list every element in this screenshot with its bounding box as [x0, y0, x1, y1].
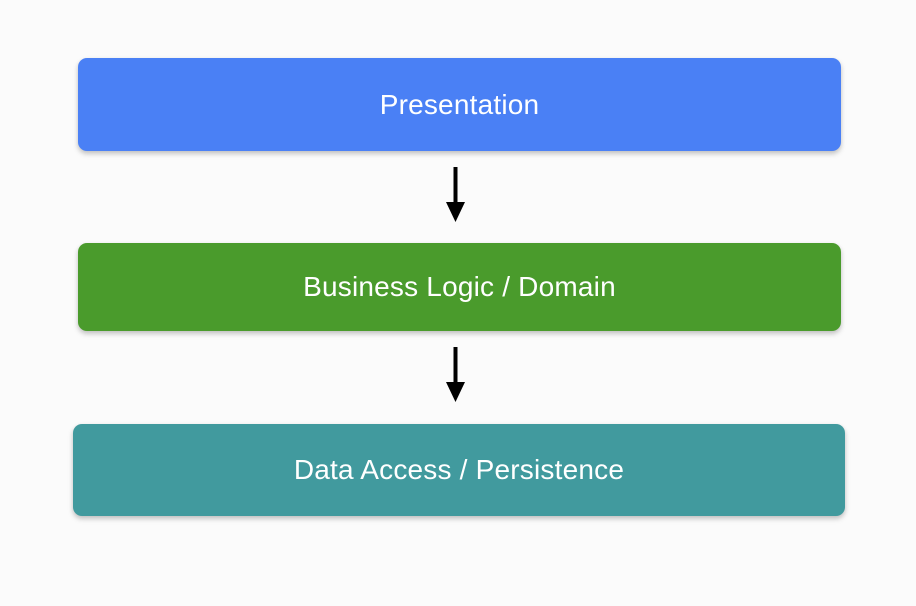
- layer-box-data-access[interactable]: Data Access / Persistence: [73, 424, 845, 516]
- layer-label-business-logic: Business Logic / Domain: [303, 271, 616, 302]
- layer-label-data-access: Data Access / Persistence: [293, 454, 625, 485]
- arrow-head: [446, 382, 465, 402]
- arrow-head: [446, 202, 465, 222]
- arrow-business-logic-to-data-access: [446, 347, 465, 402]
- arrow-presentation-to-business-logic: [446, 167, 465, 222]
- layer-label-presentation: Presentation: [379, 88, 540, 120]
- layer-box-business-logic[interactable]: Business Logic / Domain: [78, 243, 841, 331]
- layer-box-presentation[interactable]: Presentation: [78, 58, 841, 151]
